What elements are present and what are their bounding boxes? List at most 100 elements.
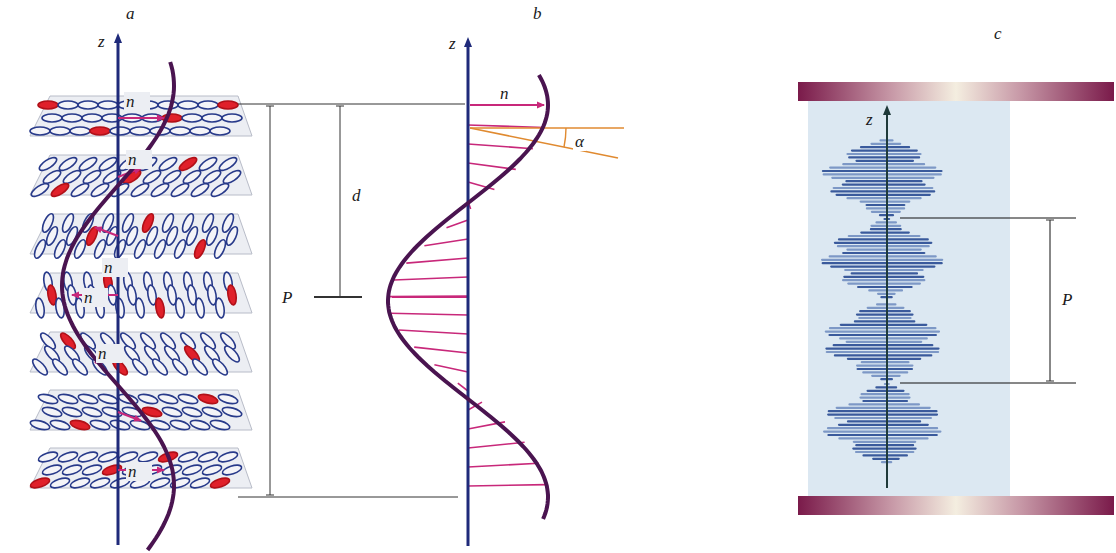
vector-label: n⃗ [124, 92, 150, 111]
molecule [57, 450, 78, 464]
director-arrows [72, 118, 164, 470]
director-line [388, 295, 468, 297]
wave-line [846, 180, 921, 182]
wave-line [843, 252, 924, 254]
molecule [192, 238, 207, 260]
molecule [44, 225, 59, 247]
projection-curve [388, 75, 548, 519]
electrode-plate [798, 496, 1114, 515]
molecule [69, 476, 90, 490]
wave-line [861, 201, 910, 203]
molecule [190, 357, 209, 377]
vector-label: n⃗ [102, 258, 128, 277]
molecule [221, 463, 242, 477]
molecule [37, 155, 58, 173]
wave-line [854, 441, 915, 443]
wave-packets [822, 140, 942, 462]
z-axis [886, 110, 888, 488]
wave-line [834, 344, 933, 346]
wave-line [862, 361, 909, 363]
molecule [62, 114, 82, 122]
angle-arc [564, 128, 566, 147]
molecule [52, 238, 67, 260]
wave-line [831, 266, 934, 268]
molecule [132, 238, 147, 260]
molecule [197, 450, 218, 464]
molecule [81, 406, 102, 419]
wave-line [829, 410, 937, 412]
molecule [226, 284, 237, 305]
molecule [209, 419, 230, 432]
wave-line [862, 393, 909, 395]
wave-line [871, 228, 901, 230]
wave-line [861, 397, 910, 399]
director-line [468, 144, 533, 149]
director-line [399, 330, 468, 334]
molecule [170, 357, 189, 377]
molecule [201, 406, 222, 419]
wave-line [838, 245, 929, 247]
wave-line [835, 242, 931, 244]
molecule [218, 101, 238, 109]
wave-line [841, 324, 927, 326]
molecule [201, 463, 222, 477]
molecule [222, 344, 241, 364]
molecule [197, 155, 218, 173]
vector-label: n⃗ [498, 84, 524, 103]
molecule [217, 155, 238, 173]
wave-line [860, 310, 910, 312]
molecule [37, 393, 58, 406]
dimension-lines [900, 218, 1076, 383]
molecule [78, 101, 98, 109]
wave-line [848, 358, 920, 360]
wave-line [848, 197, 921, 199]
wave-line [823, 262, 942, 264]
wave-line [849, 235, 920, 237]
molecule [97, 393, 118, 406]
wave-line [859, 317, 910, 319]
molecule [169, 181, 190, 199]
wave-line [831, 190, 934, 192]
wave-line [872, 375, 899, 377]
wave-line [867, 207, 904, 209]
molecule [112, 238, 127, 260]
molecule [41, 463, 62, 477]
vector-label: n⃗ [126, 462, 152, 481]
molecule [50, 357, 69, 377]
wave-line [864, 454, 907, 456]
molecule [221, 406, 242, 419]
molecule [58, 101, 78, 109]
electrode-plate [798, 82, 1114, 101]
molecule [89, 419, 110, 432]
wave-line [828, 427, 937, 429]
molecule [41, 406, 62, 419]
wave-line [855, 320, 914, 322]
molecule [224, 225, 239, 247]
dimension-label: P [1060, 290, 1074, 309]
molecule [114, 297, 125, 318]
wave-line [837, 194, 930, 196]
wave-line [830, 327, 935, 329]
molecule [210, 127, 230, 135]
dimension-label: d [350, 186, 363, 205]
angle-line [470, 128, 618, 158]
molecule [172, 238, 187, 260]
helix-curve [62, 62, 174, 550]
wave-line [830, 167, 935, 169]
angle-label: α [573, 132, 586, 151]
molecule [189, 181, 210, 199]
director-arrow [118, 117, 164, 119]
wave-line [852, 272, 917, 274]
z-axis [467, 42, 470, 546]
molecule [57, 393, 78, 406]
panel-letter: a [124, 4, 137, 23]
wave-line [861, 232, 909, 234]
wave-line [835, 354, 931, 356]
molecule [184, 225, 199, 247]
wave-line [857, 365, 912, 367]
molecule [210, 357, 229, 377]
vector-label: n⃗ [126, 150, 152, 169]
molecule [130, 127, 150, 135]
wave-line [868, 307, 904, 309]
